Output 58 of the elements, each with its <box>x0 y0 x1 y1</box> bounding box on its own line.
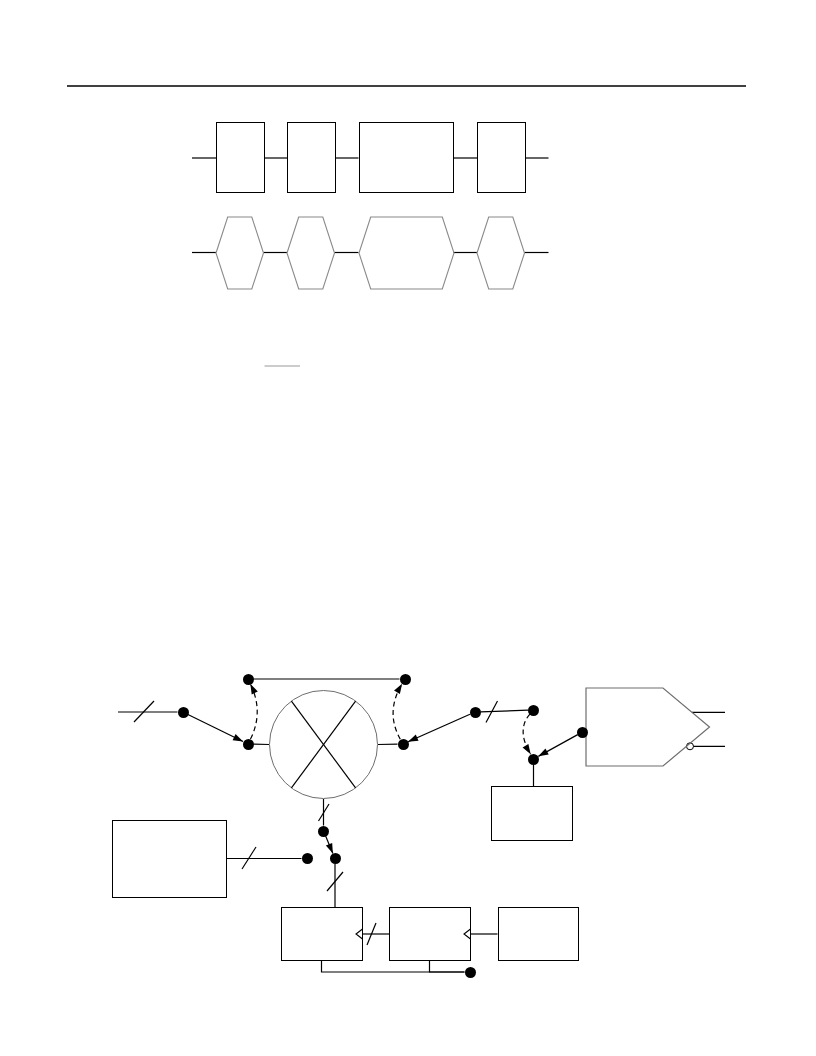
terminal-dot <box>464 966 476 978</box>
function-block <box>389 907 471 961</box>
connector-line <box>479 709 529 713</box>
function-block <box>287 122 336 193</box>
connector-line <box>524 157 550 159</box>
function-block <box>111 820 227 898</box>
terminal-dot <box>177 706 189 718</box>
hexagon-block <box>358 216 454 289</box>
terminal-dot <box>528 704 539 716</box>
connector-line <box>322 798 325 827</box>
connector-line <box>334 863 336 908</box>
dashed-arrow <box>522 713 532 755</box>
terminal-dot <box>242 738 254 750</box>
dashed-arrow <box>392 683 403 740</box>
terminal-dot <box>577 726 588 738</box>
connector-line <box>523 251 550 254</box>
function-block <box>490 786 573 841</box>
terminal-dot <box>329 853 341 864</box>
terminal-dot <box>301 853 313 864</box>
connector-line <box>334 157 360 159</box>
arrow <box>407 713 471 743</box>
mixer-symbol <box>269 690 378 799</box>
hexagon-block <box>287 216 335 289</box>
connector-line <box>452 251 478 254</box>
signal-line <box>685 742 726 751</box>
function-block <box>358 122 454 193</box>
hexagon-block <box>477 216 525 289</box>
terminal-dot <box>528 753 539 765</box>
connector-line <box>428 960 466 973</box>
connector-line <box>532 763 535 787</box>
connector-line <box>377 743 399 746</box>
connector-line <box>263 157 288 159</box>
function-block <box>216 122 265 193</box>
amplifier-symbol <box>586 688 710 766</box>
terminal-dot <box>318 825 329 837</box>
connector-line <box>191 157 217 159</box>
arrow <box>537 734 579 757</box>
connector-line <box>333 251 360 254</box>
connector-line <box>225 857 303 860</box>
dashed-arrow <box>249 683 258 740</box>
connector-line <box>262 251 288 254</box>
connector-line <box>252 678 401 680</box>
connector-line <box>117 711 179 713</box>
function-block <box>281 907 363 961</box>
terminal-dot <box>469 706 481 718</box>
arrow <box>463 928 499 940</box>
connector-line <box>453 157 478 159</box>
arrow <box>187 713 244 743</box>
terminal-dot <box>399 673 411 685</box>
terminal-dot <box>242 673 254 685</box>
connector-line <box>191 251 217 254</box>
function-block <box>477 122 526 193</box>
hexagon-block <box>216 216 264 289</box>
connector-line <box>691 711 726 713</box>
arrow <box>355 928 390 940</box>
terminal-dot <box>397 738 409 750</box>
arrow <box>325 835 334 855</box>
function-block <box>497 907 579 961</box>
